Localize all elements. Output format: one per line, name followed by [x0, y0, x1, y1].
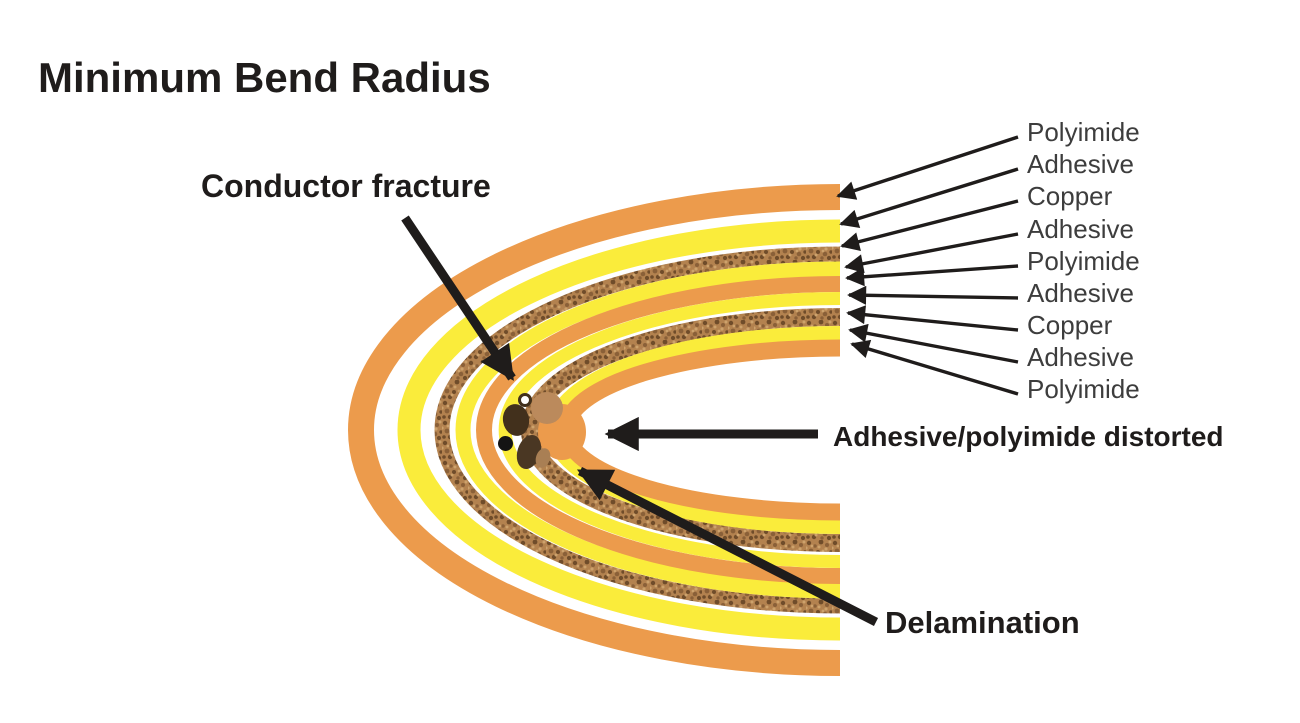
- delamination-arrow: [576, 466, 879, 627]
- layer-label: Adhesive: [1027, 278, 1134, 308]
- layer-band-adhesive: [455, 261, 841, 599]
- layer-band-adhesive: [397, 219, 841, 641]
- layer-leader-arrow: [836, 135, 1019, 200]
- layer-leader-arrow: [844, 232, 1019, 274]
- layer-label: Adhesive: [1027, 342, 1134, 372]
- layer-leader-arrows: [836, 135, 1019, 396]
- adhesive-distorted-label: Adhesive/polyimide distorted: [833, 421, 1224, 452]
- layer-band-copper: [434, 246, 841, 614]
- fracture-damage-graphics: [498, 392, 586, 470]
- fracture-debris-blob: [502, 404, 530, 436]
- delamination-label: Delamination: [885, 605, 1080, 640]
- layer-label: Adhesive: [1027, 149, 1134, 179]
- conductor-fracture-label: Conductor fracture: [201, 168, 491, 204]
- layer-label: Polyimide: [1027, 246, 1140, 276]
- layer-leader-arrow: [848, 323, 1019, 364]
- layer-leader-arrow: [845, 264, 1019, 287]
- fracture-copper-fragment: [535, 448, 551, 468]
- conductor-fracture-arrow: [401, 215, 516, 381]
- layer-stack: [348, 184, 841, 676]
- layer-label: Copper: [1027, 181, 1113, 211]
- layer-band-polyimide: [348, 184, 841, 676]
- layer-leader-arrow: [846, 305, 1019, 332]
- layer-label: Polyimide: [1027, 117, 1140, 147]
- layer-labels: PolyimideAdhesiveCopperAdhesivePolyimide…: [1027, 117, 1140, 404]
- diagram-title: Minimum Bend Radius: [38, 54, 491, 101]
- layer-band-adhesive: [498, 292, 841, 568]
- layer-label: Adhesive: [1027, 214, 1134, 244]
- layer-label: Polyimide: [1027, 374, 1140, 404]
- layer-label: Copper: [1027, 310, 1113, 340]
- layer-leader-arrow: [840, 199, 1019, 251]
- fracture-void-dot: [498, 436, 513, 451]
- layer-leader-arrow: [847, 285, 1019, 305]
- layer-band-polyimide: [476, 276, 841, 584]
- layer-leader-arrow: [850, 339, 1019, 396]
- fracture-debris-blob: [516, 434, 542, 470]
- fracture-crack-eye: [518, 393, 532, 407]
- fracture-copper-nodule: [531, 392, 563, 424]
- layer-leader-arrow: [839, 167, 1019, 229]
